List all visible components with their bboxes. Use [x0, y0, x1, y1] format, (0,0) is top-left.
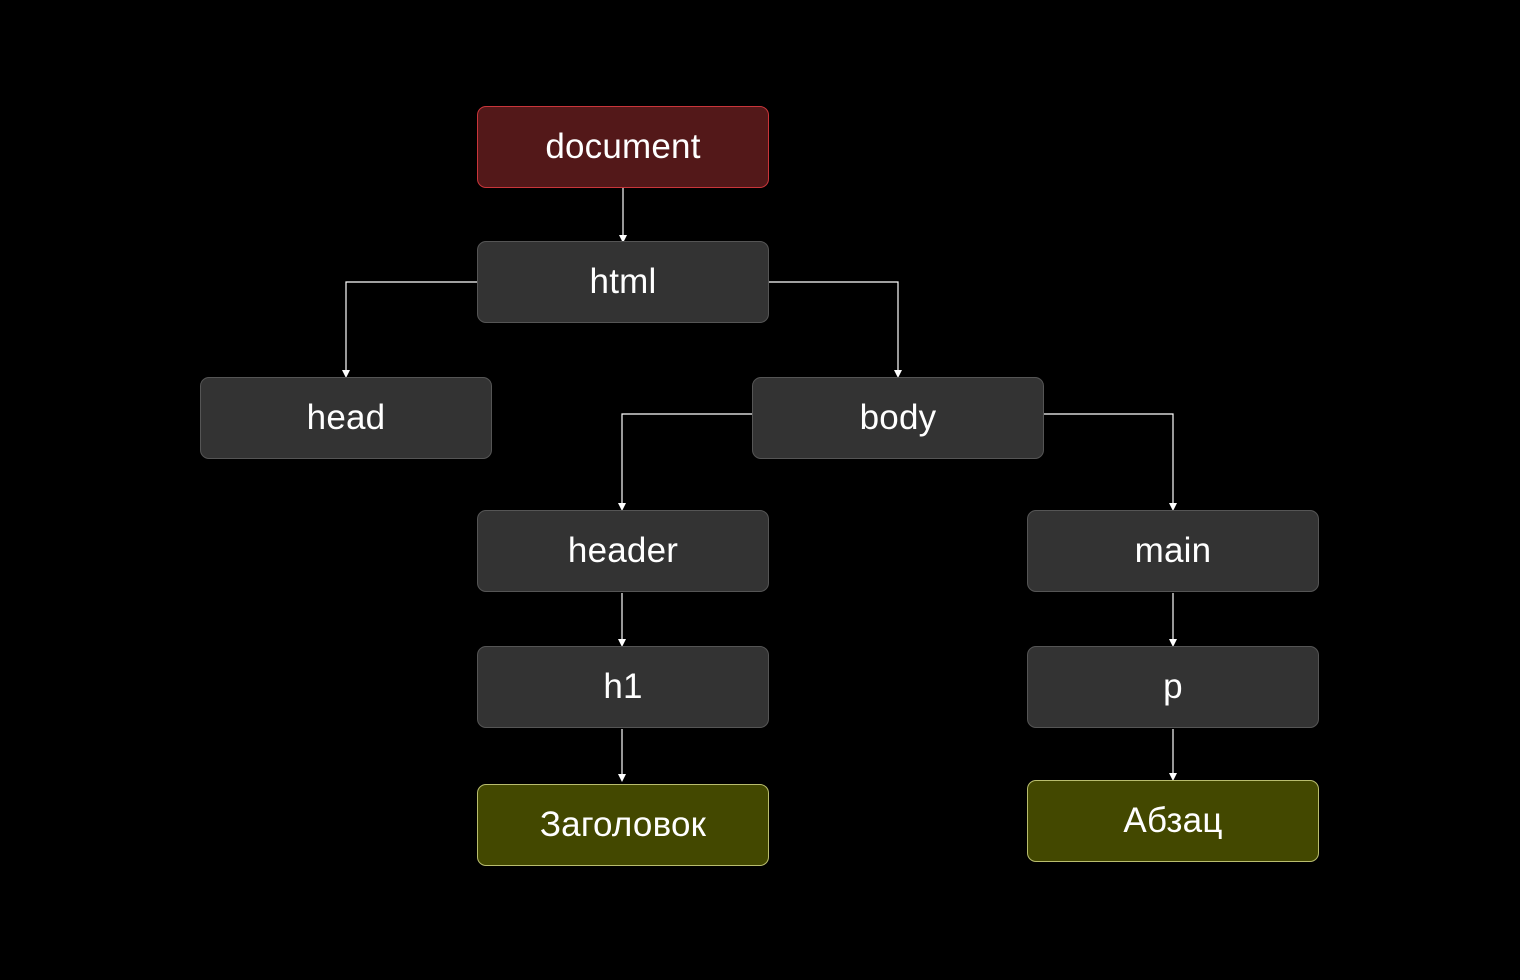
edge-html-head — [342, 281, 477, 378]
node-body: body — [752, 377, 1044, 459]
edge-body-main — [1044, 413, 1177, 511]
node-text-heading: Заголовок — [477, 784, 769, 866]
node-label: p — [1163, 667, 1183, 706]
node-label: html — [589, 262, 657, 301]
node-label: main — [1134, 531, 1212, 570]
node-text-paragraph: Абзац — [1027, 780, 1319, 862]
node-label: header — [567, 531, 679, 570]
node-h1: h1 — [477, 646, 769, 728]
node-head: head — [200, 377, 492, 459]
node-html: html — [477, 241, 769, 323]
node-label: head — [306, 398, 386, 437]
node-label: document — [545, 127, 701, 166]
node-label: h1 — [603, 667, 643, 706]
node-label: Абзац — [1123, 801, 1223, 840]
node-label: Заголовок — [539, 805, 707, 844]
node-label: body — [859, 398, 937, 437]
node-header: header — [477, 510, 769, 592]
node-document: document — [477, 106, 769, 188]
node-p: p — [1027, 646, 1319, 728]
edge-html-body — [769, 281, 902, 378]
edge-body-header — [618, 413, 752, 511]
node-main: main — [1027, 510, 1319, 592]
